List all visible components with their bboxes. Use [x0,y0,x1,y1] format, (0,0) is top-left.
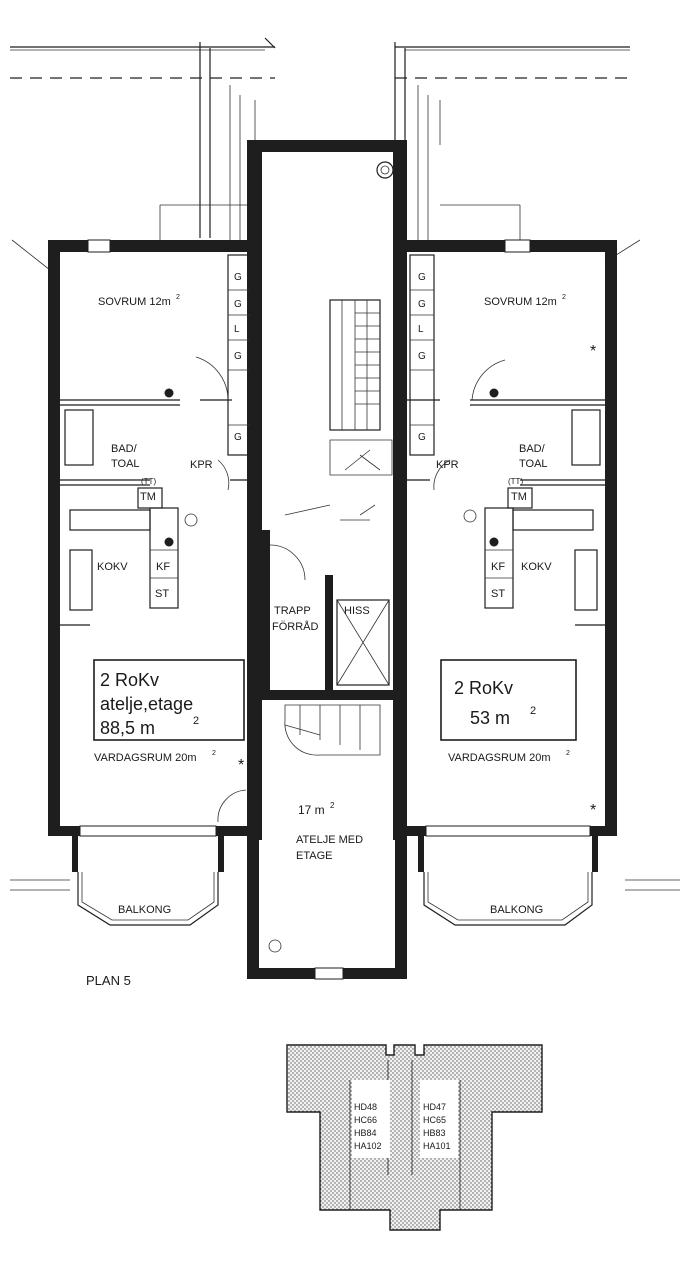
label-kf-right: KF [491,561,505,573]
label-closet: G [234,432,242,443]
key-code-left-4: HA102 [354,1141,382,1151]
label-bedroom-right: SOVRUM 12m [484,296,557,308]
star-mark: * [590,343,596,360]
key-code-right-1: HD47 [423,1102,446,1112]
apartment-box-left: 2 RoKv atelje,etage 88,5 m 2 [93,659,245,741]
label-closet: G [418,432,426,443]
plan-title: PLAN 5 [86,973,131,988]
label-tm-right: TM [511,491,527,503]
windows [79,239,591,980]
label-kpr-left: KPR [190,459,213,471]
apt-left-area: 88,5 m [100,718,155,738]
label-closet-l: L [234,324,240,335]
key-code-right-2: HC65 [423,1115,446,1125]
walls [48,140,617,979]
label-bath-left-1: BAD/ [111,443,138,455]
label-living-left: VARDAGSRUM 20m [94,752,196,764]
label-kitchen-left: KOKV [97,561,128,573]
label-tm-left: TM [140,491,156,503]
label-sup: 2 [176,294,180,301]
label-bedroom-left: SOVRUM 12m [98,296,171,308]
apt-left-type: 2 RoKv [100,670,159,690]
label-bath-right-1: BAD/ [519,443,546,455]
label-sup: 2 [330,801,335,810]
key-plan: HD48 HC66 HB84 HA102 HD47 HC65 HB83 HA10… [286,1044,543,1231]
key-code-right-3: HB83 [423,1128,446,1138]
label-closet: G [418,299,426,310]
label-closet: G [418,351,426,362]
label-storage-2: FÖRRÅD [272,620,319,633]
key-code-left-3: HB84 [354,1128,377,1138]
label-balcony-right: BALKONG [490,904,543,916]
label-balcony-left: BALKONG [118,904,171,916]
label-sup: 2 [212,750,216,757]
room-labels: SOVRUM 12m 2 SOVRUM 12m 2 BAD/ TOAL BAD/… [94,272,596,916]
apt-left-area-sup: 2 [193,715,199,727]
star-mark: * [590,802,596,819]
label-tt-left: (TT) [141,477,156,486]
label-kf-left: KF [156,561,170,573]
stairwell [284,299,393,756]
partitions [60,161,605,953]
site-lines [10,37,680,891]
label-lift: HISS [344,605,370,617]
label-kitchen-right: KOKV [521,561,552,573]
label-st-left: ST [155,588,169,600]
key-code-left-2: HC66 [354,1115,377,1125]
balconies [77,872,593,926]
apt-right-area-sup: 2 [530,705,536,717]
label-studio-2: ETAGE [296,850,332,862]
label-storage-1: TRAPP [274,605,311,617]
label-closet: G [234,299,242,310]
apt-right-type: 2 RoKv [454,678,513,698]
label-studio-area: 17 m [298,803,325,817]
label-closet: G [234,351,242,362]
label-kpr-right: KPR [436,459,459,471]
label-st-right: ST [491,588,505,600]
label-studio-1: ATELJE MED [296,834,363,846]
label-bath-left-2: TOAL [111,458,140,470]
label-closet-l: L [418,324,424,335]
label-living-right: VARDAGSRUM 20m [448,752,550,764]
label-closet: G [418,272,426,283]
key-code-right-4: HA101 [423,1141,451,1151]
label-closet: G [234,272,242,283]
label-bath-right-2: TOAL [519,458,548,470]
label-sup: 2 [562,294,566,301]
apt-left-desc: atelje,etage [100,694,193,714]
apt-right-area: 53 m [470,708,510,728]
key-code-left-1: HD48 [354,1102,377,1112]
apartment-box-right: 2 RoKv 53 m 2 [440,659,577,741]
label-tt-right: (TT) [508,477,523,486]
label-sup: 2 [566,750,570,757]
star-mark: * [238,757,244,774]
